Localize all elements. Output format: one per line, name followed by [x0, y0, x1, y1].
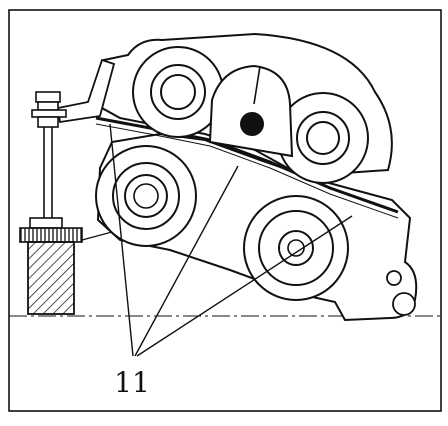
hatched-base-block — [27, 241, 75, 315]
belt-strip-edge — [95, 123, 399, 219]
roller-top-left — [132, 46, 224, 138]
roller-top-right — [277, 92, 369, 184]
roller-bottom-left — [95, 145, 197, 247]
bracket-arm — [56, 58, 116, 124]
roller-bottom-right — [243, 195, 349, 301]
pivot-pin — [240, 112, 264, 136]
pivot-lug — [208, 64, 294, 158]
collar-leader — [81, 231, 113, 241]
mounting-hole — [386, 270, 402, 286]
threaded-stud — [29, 91, 67, 229]
frame-border — [8, 9, 442, 412]
callout-label: 11 — [114, 366, 150, 399]
knurled-collar — [19, 227, 83, 243]
end-wheel — [392, 292, 416, 316]
callout-leaders — [109, 123, 353, 357]
belt-strip — [95, 116, 399, 214]
